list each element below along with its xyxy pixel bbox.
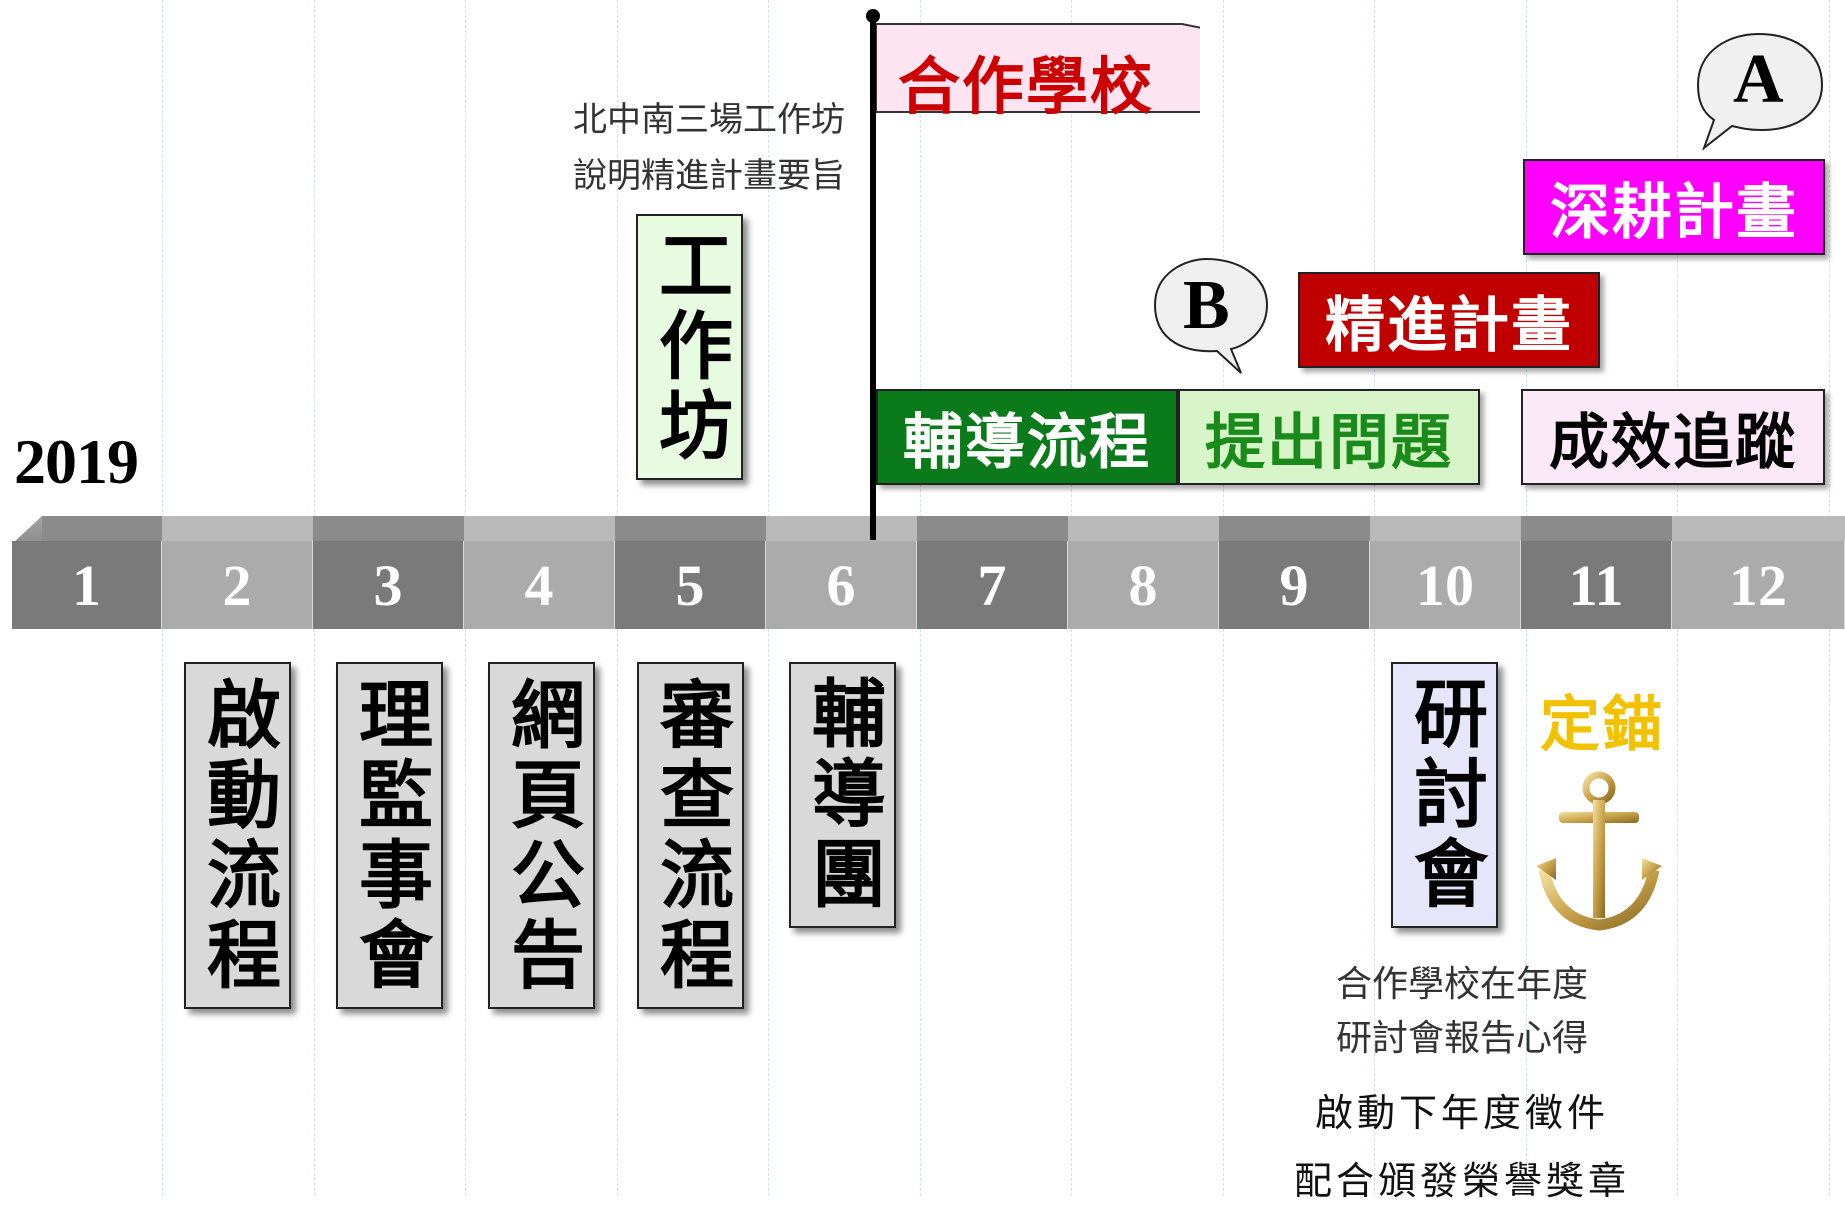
bar-deep-plan: 深耕計畫: [1523, 159, 1825, 255]
bar-outcome-tracking: 成效追蹤: [1521, 389, 1825, 485]
speech-bubble-b: [1153, 257, 1269, 374]
workshop-caption-line1: 北中南三場工作坊: [573, 100, 845, 140]
symposium-caption-line2: 研討會報告心得: [1335, 1018, 1588, 1059]
box-workshop-label: 工作坊: [646, 227, 733, 467]
box-board-meeting: 理監事會: [336, 662, 443, 1009]
month-11: 11: [1521, 541, 1672, 629]
flag-pole-top: [866, 9, 880, 23]
box-web-announcement-label: 網頁公告: [498, 675, 585, 996]
anchor-label: 定錨: [1540, 690, 1664, 760]
box-launch-process-label: 啟動流程: [194, 675, 281, 996]
speech-bubble-a: [1696, 32, 1824, 150]
symposium-caption: 合作學校在年度 研討會報告心得: [1282, 958, 1642, 1066]
box-workshop: 工作坊: [636, 214, 743, 480]
bar-raise-issues: 提出問題: [1178, 389, 1480, 485]
workshop-caption: 北中南三場工作坊 說明精進計畫要旨: [500, 92, 845, 204]
box-review-process: 審查流程: [637, 662, 744, 1009]
month-4: 4: [464, 541, 615, 629]
month-7: 7: [917, 541, 1068, 629]
year-label: 2019: [14, 426, 139, 497]
month-12: 12: [1672, 541, 1845, 629]
box-guidance-team-label: 輔導團: [799, 675, 886, 915]
month-2: 2: [162, 541, 313, 629]
honor-medal-caption: 配合頒發榮譽獎章: [1293, 1159, 1630, 1203]
box-board-meeting-label: 理監事會: [346, 675, 433, 996]
month-8: 8: [1068, 541, 1219, 629]
month-5: 5: [615, 541, 766, 629]
box-symposium: 研討會: [1391, 662, 1498, 928]
box-guidance-team: 輔導團: [789, 662, 896, 928]
next-year-caption: 啟動下年度徵件: [1314, 1091, 1609, 1135]
box-review-process-label: 審查流程: [647, 675, 734, 996]
box-launch-process: 啟動流程: [184, 662, 291, 1009]
month-1: 1: [12, 541, 162, 629]
bubble-b-letter: B: [1183, 267, 1230, 344]
month-9: 9: [1219, 541, 1370, 629]
flag-shape: [875, 23, 1200, 113]
flag-label: 合作學校: [898, 50, 1155, 123]
flag-graphic: [866, 9, 1200, 540]
box-symposium-label: 研討會: [1401, 675, 1488, 915]
anchor-icon: [1536, 771, 1662, 931]
bar-refinement-plan: 精進計畫: [1298, 272, 1600, 368]
bubble-a-letter: A: [1733, 41, 1784, 118]
box-web-announcement: 網頁公告: [488, 662, 595, 1009]
month-10: 10: [1370, 541, 1521, 629]
symposium-caption-line1: 合作學校在年度: [1335, 964, 1588, 1005]
month-3: 3: [313, 541, 464, 629]
workshop-caption-line2: 說明精進計畫要旨: [573, 156, 845, 196]
month-6: 6: [766, 541, 917, 629]
bar-guidance-process: 輔導流程: [876, 389, 1178, 485]
